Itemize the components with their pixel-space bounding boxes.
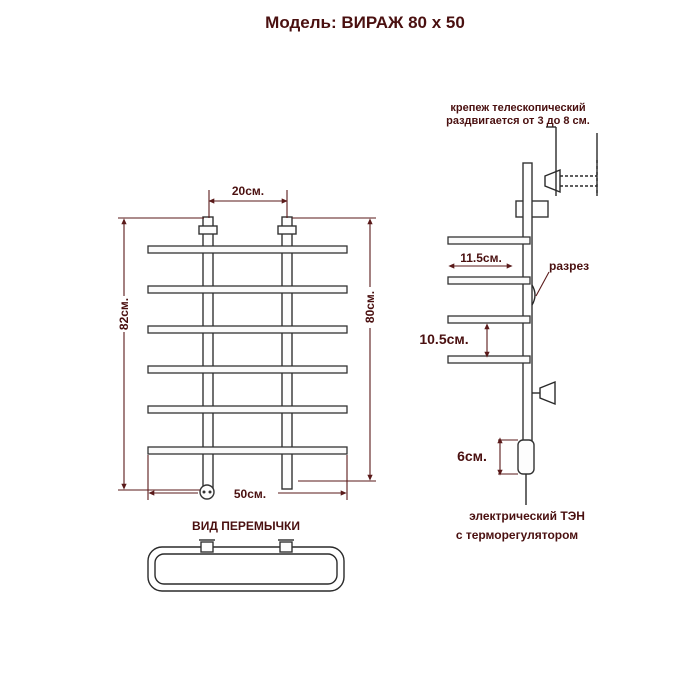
dim-bar-height-label: 80см. xyxy=(363,291,377,323)
side-view: крепеж телескопический раздвигается от 3… xyxy=(419,102,598,542)
dim-bar-gap-label: 10.5см. xyxy=(419,331,468,347)
right-pipe-cap xyxy=(277,225,297,235)
side-bar-2 xyxy=(447,276,531,285)
dim-heater-label: 6см. xyxy=(457,448,487,464)
cut-curve xyxy=(531,284,536,306)
side-vertical-pipe xyxy=(522,162,533,450)
jumper-fitting-left xyxy=(200,541,214,553)
heater-label-line2: с терморегулятором xyxy=(456,528,578,542)
front-view: 20см. 82см. 80см. 50см. xyxy=(117,184,377,501)
jumper-fitting-right xyxy=(279,541,293,553)
bottom-connector xyxy=(199,484,215,500)
cut-label: разрез xyxy=(549,259,589,273)
towel-bar-3 xyxy=(147,325,348,334)
towel-bar-1 xyxy=(147,245,348,254)
jumper-outer-loop xyxy=(147,546,345,592)
cut-pointer xyxy=(535,271,550,297)
dim-pipe-spacing-label: 20см. xyxy=(232,184,264,198)
heater-label-line1: электрический ТЭН xyxy=(469,509,585,523)
heater-element xyxy=(517,439,535,475)
dim-shelf-depth-label: 11.5см. xyxy=(460,251,502,265)
telescopic-mount-top xyxy=(544,168,561,194)
towel-bar-2 xyxy=(147,285,348,294)
towel-bar-6 xyxy=(147,446,348,455)
jumper-inner-loop xyxy=(154,553,338,585)
left-pipe-cap xyxy=(198,225,218,235)
page-title: Модель: ВИРАЖ 80 x 50 xyxy=(265,13,465,32)
jumper-view: ВИД ПЕРЕМЫЧКИ xyxy=(147,519,345,592)
dim-width-label: 50см. xyxy=(234,487,266,501)
mount-note-line1: крепеж телескопический xyxy=(450,102,585,114)
telescopic-mount-bottom xyxy=(539,380,556,406)
towel-bar-5 xyxy=(147,405,348,414)
side-bar-4 xyxy=(447,355,531,364)
towel-bar-4 xyxy=(147,365,348,374)
mount-note-line2: раздвигается от 3 до 8 см. xyxy=(446,115,590,127)
side-bar-3 xyxy=(447,315,531,324)
side-bar-1 xyxy=(447,236,531,245)
dim-total-height-label: 82см. xyxy=(117,298,131,330)
jumper-view-label: ВИД ПЕРЕМЫЧКИ xyxy=(192,519,300,533)
